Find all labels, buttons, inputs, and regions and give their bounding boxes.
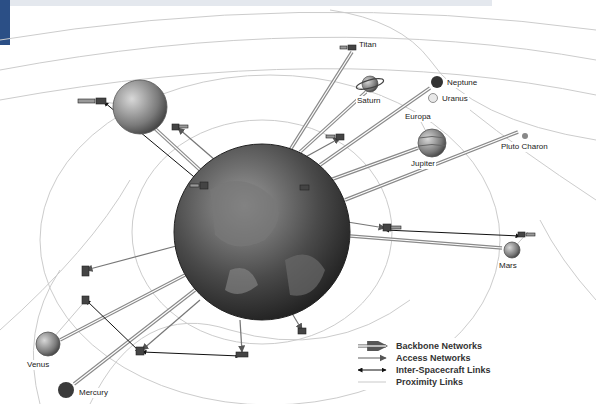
legend: Backbone NetworksAccess NetworksInter-Sp… xyxy=(352,338,495,390)
legend-text: Proximity Links xyxy=(396,377,463,387)
planet-label: Venus xyxy=(26,360,50,370)
legend-text: Backbone Networks xyxy=(396,341,482,351)
legend-line-sample xyxy=(356,365,390,375)
legend-row: Inter-Spacecraft Links xyxy=(356,364,491,376)
planet-label: Europa xyxy=(404,112,432,122)
planet-label: Saturn xyxy=(356,96,382,106)
planet-label: Mars xyxy=(498,261,518,271)
backbone-links xyxy=(60,52,518,384)
legend-text: Inter-Spacecraft Links xyxy=(396,365,491,375)
legend-text: Access Networks xyxy=(396,353,471,363)
inter-spacecraft-links xyxy=(86,102,520,356)
planet-label: Jupiter xyxy=(410,159,436,169)
planet-label: Uranus xyxy=(441,94,469,104)
proximity-links xyxy=(48,102,528,344)
access-links xyxy=(86,128,385,352)
legend-line-sample xyxy=(356,377,390,387)
legend-row: Backbone Networks xyxy=(356,340,491,352)
legend-line-sample xyxy=(356,353,390,363)
legend-row: Proximity Links xyxy=(356,376,491,388)
top-strip xyxy=(0,0,492,6)
legend-line-sample xyxy=(356,341,390,351)
planet-label: Mercury xyxy=(78,388,109,398)
orbit-lines xyxy=(0,10,596,404)
legend-row: Access Networks xyxy=(356,352,491,364)
planets xyxy=(36,76,528,398)
spacecraft-icons xyxy=(78,45,535,357)
planet-label: Titan xyxy=(358,40,378,50)
planet-label: Pluto Charon xyxy=(500,142,549,152)
planet-label: Neptune xyxy=(446,78,478,88)
